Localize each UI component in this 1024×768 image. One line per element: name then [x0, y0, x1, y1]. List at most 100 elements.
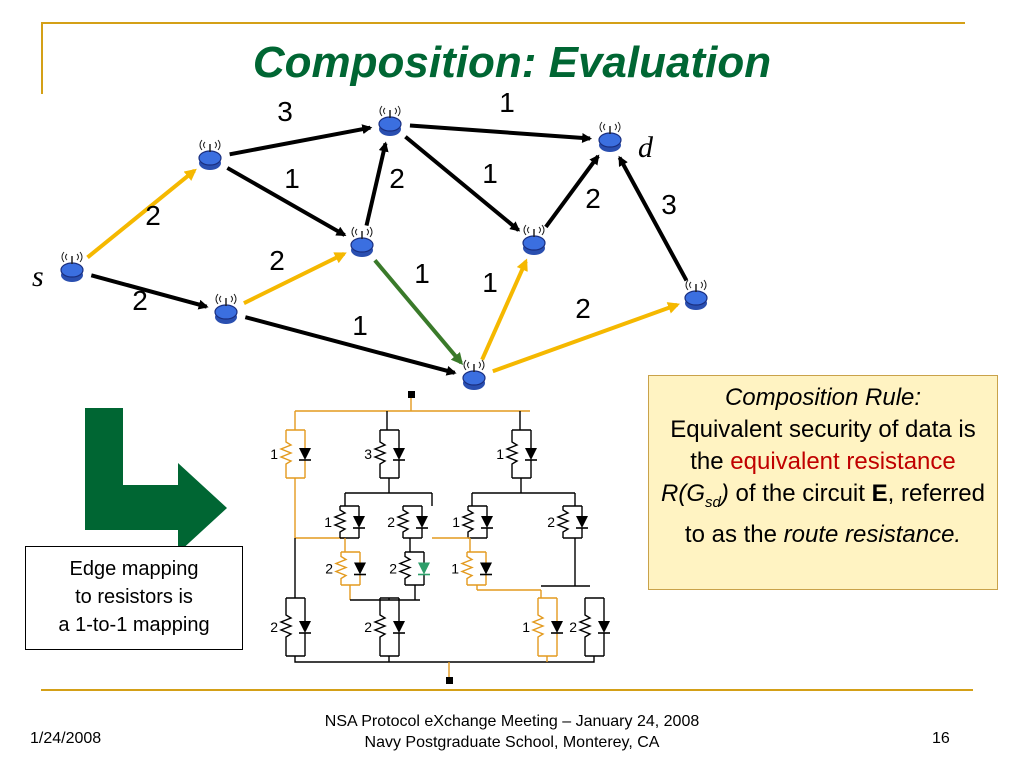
- diode-symbol: [576, 516, 588, 528]
- edge-weight-label: 1: [482, 267, 498, 298]
- circuit-wire: [294, 656, 595, 663]
- resistor-label: 2: [547, 514, 555, 530]
- resistor-label: 2: [270, 619, 278, 635]
- graph-edge: [480, 258, 528, 361]
- resistor-diode-cell: [279, 429, 311, 479]
- rule-text-3: , referred to as the: [684, 480, 985, 548]
- graph-edge: [364, 141, 389, 226]
- edge-weight-label: 1: [284, 163, 300, 194]
- wireless-router-icon: [350, 226, 374, 257]
- resistor-label: 2: [569, 619, 577, 635]
- edge-weight-label: 3: [661, 189, 677, 220]
- graph-edge: [544, 154, 600, 229]
- edge-weight-label: 1: [414, 258, 430, 289]
- slide-title: Composition: Evaluation: [252, 38, 772, 87]
- wireless-router-icon: [60, 251, 84, 282]
- resistor-diode-cell: [460, 551, 492, 586]
- diode-symbol: [525, 448, 537, 460]
- edge-weight-label: 2: [145, 200, 161, 231]
- graph-edge: [404, 135, 521, 232]
- diode-symbol: [393, 448, 405, 460]
- resistor-diode-cell: [334, 551, 366, 586]
- edge-weight-label: 1: [499, 87, 515, 118]
- resistor-symbol: [460, 552, 474, 585]
- resistor-symbol: [373, 598, 387, 656]
- resistor-label: 1: [324, 514, 332, 530]
- composition-rule-box: Composition Rule: Equivalent security of…: [648, 375, 998, 590]
- rule-emphasis: route resistance.: [783, 520, 962, 548]
- wireless-router-icon: [598, 121, 622, 152]
- turn-right-arrow-icon: [85, 408, 227, 553]
- edge-weight-label: 2: [585, 183, 601, 214]
- resistor-diode-cell: [556, 505, 588, 539]
- wireless-router-icon: [214, 293, 238, 324]
- resistor-label: 1: [496, 446, 504, 462]
- resistor-symbol: [333, 506, 347, 538]
- resistor-diode-cell: [396, 505, 428, 539]
- diode-symbol: [354, 562, 366, 575]
- graph-edge: [243, 252, 347, 305]
- resistor-diode-cell: [373, 597, 405, 657]
- wireless-router-icon: [198, 139, 222, 170]
- graph-edge: [226, 166, 347, 237]
- diode-symbol: [598, 621, 610, 633]
- edge-weight-label: 1: [352, 310, 368, 341]
- resistor-diode-cell: [333, 505, 365, 539]
- graph-edge: [90, 273, 209, 310]
- resistor-symbol: [279, 598, 293, 656]
- graph-edge: [617, 155, 689, 282]
- mapping-note-line-3: a 1-to-1 mapping: [58, 614, 210, 636]
- diode-symbol: [353, 516, 365, 528]
- wireless-router-icon: [522, 224, 546, 255]
- diode-symbol: [393, 621, 405, 633]
- edge-weight-label: 2: [389, 163, 405, 194]
- resistor-label: 3: [364, 446, 372, 462]
- rule-symbol: R(Gsd): [661, 480, 729, 511]
- rule-highlight: equivalent resistance: [730, 448, 956, 475]
- footer-line-1: NSA Protocol eXchange Meeting – January …: [324, 713, 700, 730]
- footer-date: 1/24/2008: [30, 730, 102, 747]
- resistor-diode-cell: [398, 551, 430, 586]
- resistor-symbol: [334, 552, 348, 585]
- graph-edge: [229, 124, 373, 157]
- resistor-diode-cell: [505, 429, 537, 479]
- dest-node-label: d: [638, 131, 654, 164]
- edge-weight-label: 1: [482, 158, 498, 189]
- diode-symbol: [299, 621, 311, 633]
- mapping-note-line-1: Edge mapping: [69, 558, 199, 580]
- source-node-label: s: [32, 260, 44, 293]
- rule-bold: E: [871, 480, 888, 507]
- resistor-symbol: [556, 506, 570, 538]
- frame-bottom-line: [41, 689, 973, 691]
- footer-event: NSA Protocol eXchange Meeting – January …: [0, 711, 1024, 753]
- footer-line-2: Navy Postgraduate School, Monterey, CA: [364, 734, 660, 751]
- resistor-label: 2: [364, 619, 372, 635]
- rule-text-1: Equivalent security of data is the: [670, 416, 976, 475]
- footer-page-number: 16: [932, 730, 950, 747]
- edge-weight-label: 2: [132, 285, 148, 316]
- frame-top-line: [41, 22, 965, 24]
- wireless-router-icon: [684, 279, 708, 310]
- resistor-diode-cell: [461, 505, 493, 539]
- resistor-label: 2: [387, 514, 395, 530]
- edge-weight-label: 3: [277, 96, 293, 127]
- resistor-symbol: [578, 598, 592, 656]
- rule-heading: Composition Rule:: [724, 384, 922, 411]
- diode-symbol: [418, 562, 430, 575]
- wireless-router-icon: [378, 105, 402, 136]
- resistor-symbol: [373, 430, 387, 478]
- rule-text-2: of the circuit: [735, 480, 865, 507]
- graph-edge: [373, 259, 464, 365]
- edge-weight-label: 2: [575, 293, 591, 324]
- circuit-terminal-top: [408, 391, 415, 398]
- resistor-label: 1: [451, 561, 459, 577]
- resistor-diode-cell: [373, 429, 405, 479]
- resistor-diode-cell: [578, 597, 610, 657]
- resistor-symbol: [396, 506, 410, 538]
- graph-edge: [86, 168, 197, 259]
- mapping-note-box: Edge mapping to resistors is a 1-to-1 ma…: [25, 546, 243, 650]
- graph-edge: [244, 315, 457, 376]
- diode-symbol: [480, 562, 492, 575]
